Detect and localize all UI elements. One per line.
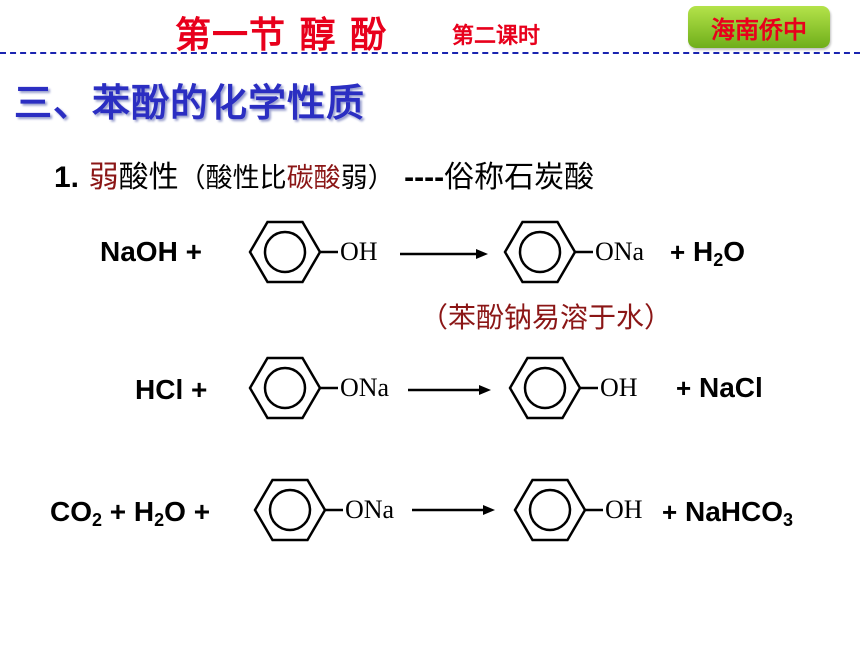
header-divider [0, 52, 860, 54]
reaction-2-sodium-phenoxide: ONa [248, 356, 390, 420]
dash-separator: ---- [404, 161, 445, 194]
group-label: OH [605, 495, 643, 524]
reaction-3-sodium-phenoxide: ONa [253, 478, 395, 542]
group-label: OH [340, 237, 378, 266]
reaction-1-arrow [400, 249, 488, 259]
paren-close: ） [367, 163, 395, 194]
reaction-3-arrow [412, 505, 495, 515]
solubility-note: （苯酚钠易溶于水） [420, 301, 673, 334]
point-1-line: 1. 弱酸性（酸性比碳酸弱） ----俗称石炭酸 [54, 152, 594, 196]
reaction-3-reactants: CO2 + H2O + [50, 496, 211, 530]
group-label: ONa [595, 237, 645, 266]
reaction-2-phenol: OH [508, 356, 638, 420]
point-number: 1. [54, 161, 80, 194]
group-label: ONa [345, 495, 395, 524]
acidity-word: 酸性 [118, 160, 179, 195]
reaction-3-product-extra: + NaHCO3 [662, 496, 793, 530]
lesson-title: 第一节 醇 酚 [175, 15, 388, 56]
reaction-1-sodium-phenoxide: ONa [503, 220, 645, 284]
reaction-1-phenol: OH [248, 220, 378, 284]
reaction-1-reactant: NaOH + [100, 236, 202, 267]
reaction-2-reactant: HCl + [135, 374, 208, 405]
section-heading: 三、苯酚的化学性质 [14, 81, 366, 125]
reaction-2-arrow [408, 385, 491, 395]
paren-text-c: 弱 [340, 163, 368, 194]
weak-word: 弱 [88, 160, 119, 195]
school-badge: 海南侨中 [688, 6, 830, 48]
carbonic-acid-word: 碳酸 [286, 163, 341, 194]
lesson-subtitle: 第二课时 [452, 24, 541, 49]
reaction-3-phenol: OH [513, 478, 643, 542]
group-label: ONa [340, 373, 390, 402]
group-label: OH [600, 373, 638, 402]
paren-open: （ [178, 163, 206, 194]
reaction-2-product-extra: + NaCl [676, 372, 763, 403]
reaction-1-product-extra: + H2O [670, 236, 745, 270]
paren-text-a: 酸性比 [205, 163, 287, 194]
nickname: 俗称石炭酸 [444, 160, 595, 195]
